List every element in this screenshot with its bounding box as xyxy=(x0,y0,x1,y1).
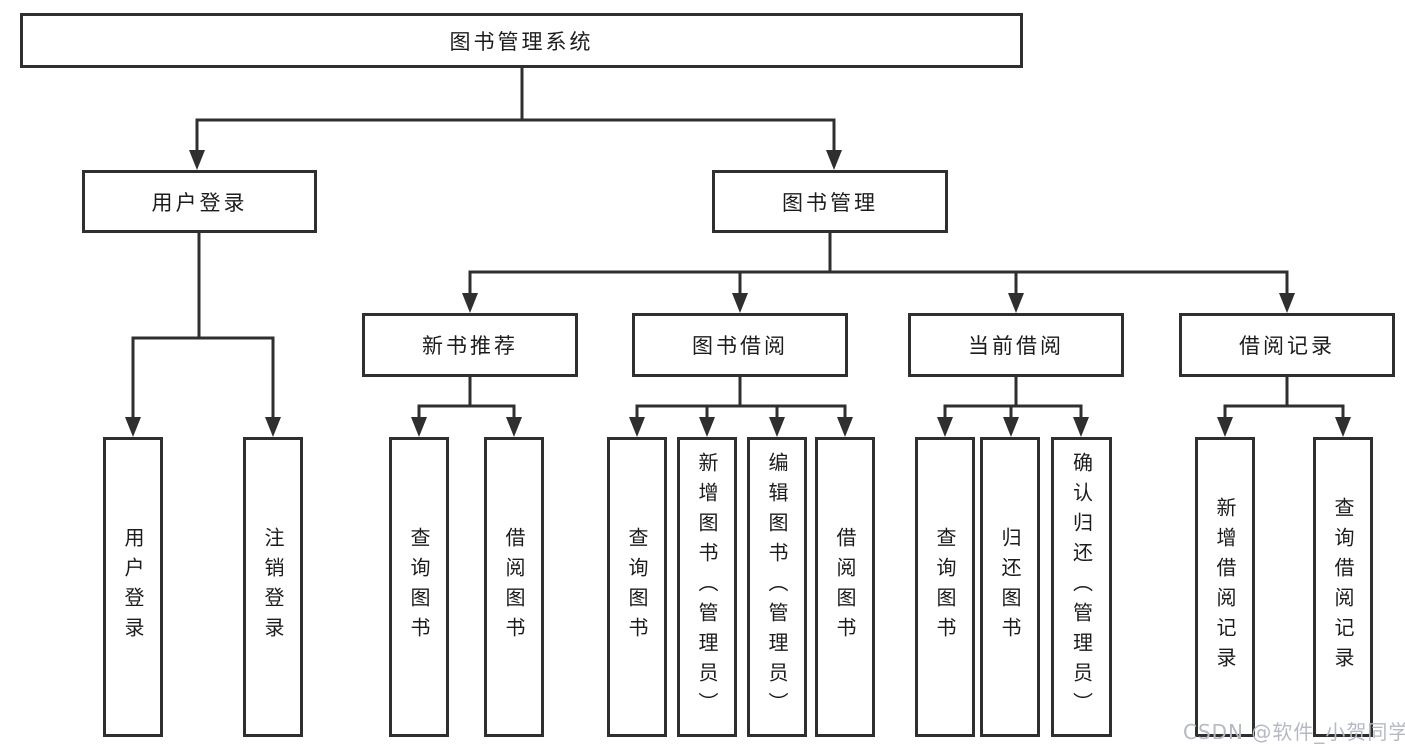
node-query-borrow-record: 查询借阅记录 xyxy=(1313,437,1373,737)
node-return-books: 归还图书 xyxy=(980,437,1040,737)
node-book-borrowing: 图书借阅 xyxy=(632,313,848,377)
node-logout: 注销登录 xyxy=(243,437,303,737)
watermark-text: CSDN @软件_小贺同学 xyxy=(1183,720,1405,744)
node-edit-books-admin: 编辑图书（管理员） xyxy=(747,437,807,737)
node-borrowing-records: 借阅记录 xyxy=(1179,313,1395,377)
node-user-login: 用户登录 xyxy=(103,437,163,737)
node-book-management-branch: 图书管理 xyxy=(712,170,948,233)
node-new-book-recommendation: 新书推荐 xyxy=(362,313,578,377)
node-query-books-recommend: 查询图书 xyxy=(389,437,449,737)
node-query-books-current: 查询图书 xyxy=(915,437,975,737)
node-borrow-books: 借阅图书 xyxy=(815,437,875,737)
node-library-system: 图书管理系统 xyxy=(20,13,1023,68)
node-add-books-admin: 新增图书（管理员） xyxy=(677,437,737,737)
node-borrow-books-recommend: 借阅图书 xyxy=(484,437,544,737)
node-add-borrow-record: 新增借阅记录 xyxy=(1195,437,1255,737)
node-confirm-return-admin: 确认归还（管理员） xyxy=(1051,437,1112,737)
node-query-books-borrowing: 查询图书 xyxy=(607,437,667,737)
node-current-borrowing: 当前借阅 xyxy=(908,313,1124,377)
node-user-login-branch: 用户登录 xyxy=(82,170,317,233)
